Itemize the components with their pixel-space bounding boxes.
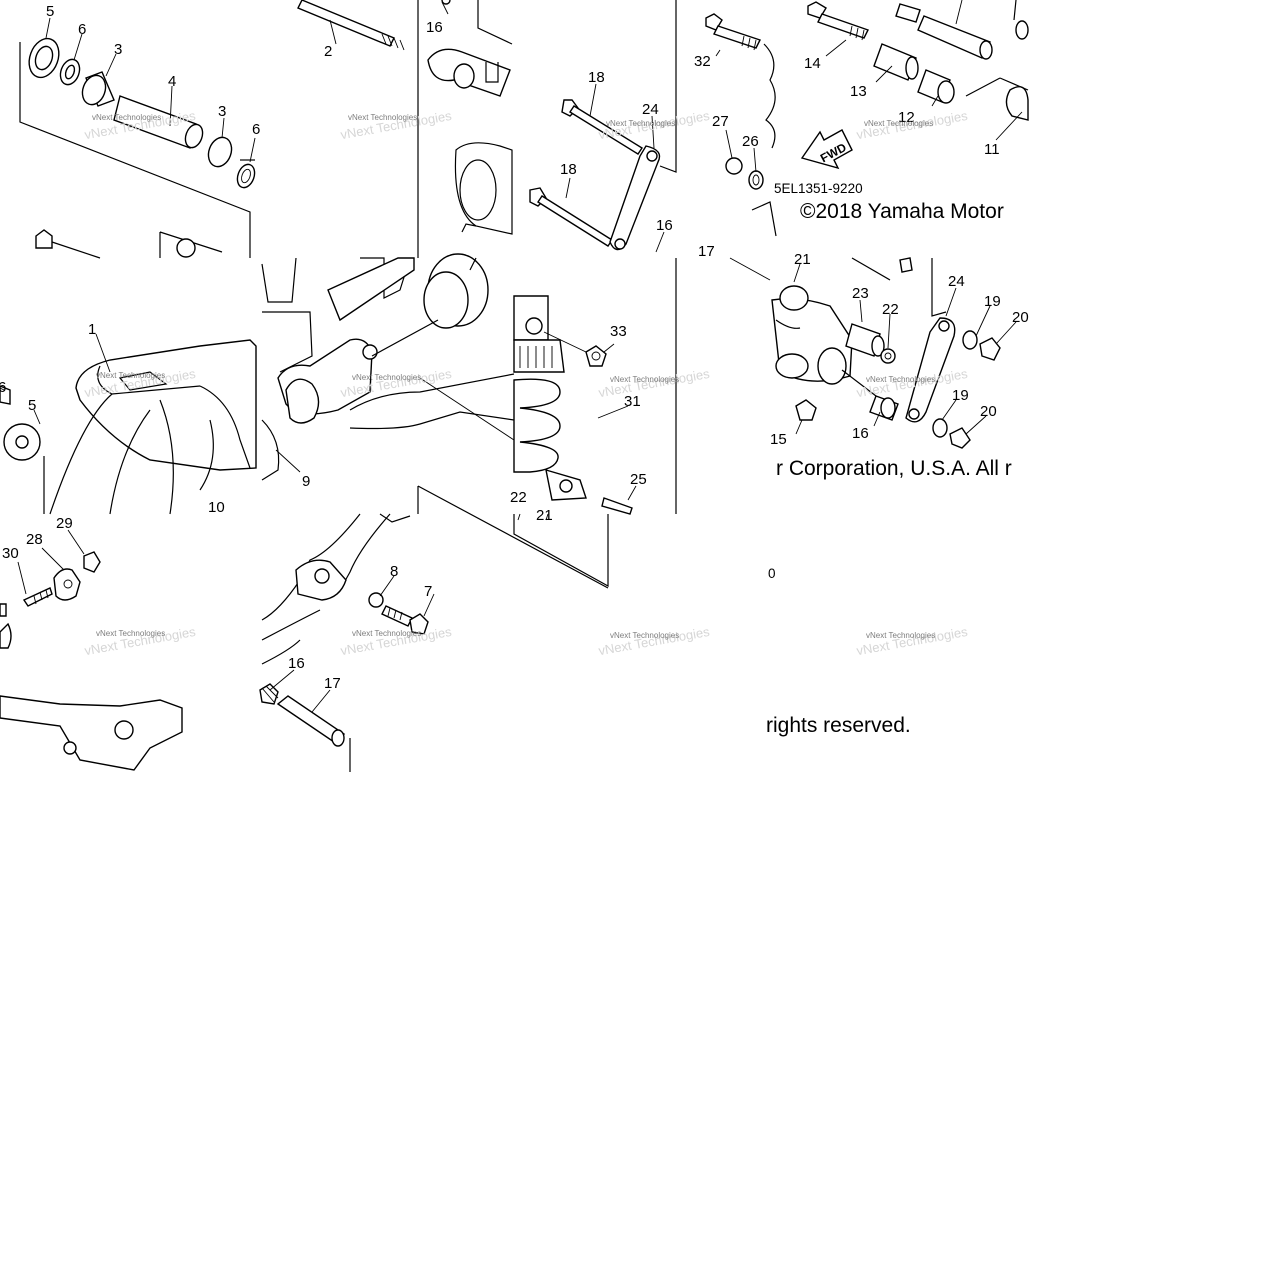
- watermark: vNext Technologies: [352, 373, 421, 382]
- callout: 29: [56, 515, 73, 532]
- copyright-line-1: ©2018 Yamaha Motor: [800, 200, 1004, 223]
- callout: 18: [560, 161, 577, 178]
- tile-bottom-left: [0, 529, 183, 771]
- callout: 21: [536, 507, 553, 524]
- watermark: vNext Technologies: [606, 119, 675, 128]
- callout: 30: [2, 545, 19, 562]
- tile-top-mid-right: [705, 13, 777, 281]
- callout: 6: [0, 379, 6, 396]
- callout: 24: [948, 273, 965, 290]
- callout: 10: [208, 499, 225, 516]
- watermark: vNext Technologies: [610, 375, 679, 384]
- callout: 5: [46, 3, 54, 20]
- callout: 16: [288, 655, 305, 672]
- watermark: vNext Technologies: [864, 119, 933, 128]
- tile-mid-right: [771, 257, 1017, 449]
- tile-top-mid: [529, 0, 677, 253]
- copyright-line-2: r Corporation, U.S.A. All r: [776, 457, 1012, 480]
- watermark-shadow: vNext Technologies: [855, 624, 969, 658]
- callout: 27: [712, 113, 729, 130]
- callout: 33: [610, 323, 627, 340]
- callout: 23: [852, 285, 869, 302]
- callout: 16: [852, 425, 869, 442]
- callout-labels: 5 6 3 4 3 6 2 16 32 14 13 12 11 18 24 27…: [0, 3, 1029, 692]
- callout: 16: [656, 217, 673, 234]
- watermark-shadow: vNext Technologies: [597, 624, 711, 658]
- watermark: vNext Technologies: [866, 631, 935, 640]
- watermark: vNext Technologies: [92, 113, 161, 122]
- callout: 14: [804, 55, 821, 72]
- callout: 20: [980, 403, 997, 420]
- tile-top-left: [19, 17, 256, 259]
- callout: 8: [390, 563, 398, 580]
- callout: 3: [114, 41, 122, 58]
- tile-mid-center: [513, 258, 677, 515]
- callout: 31: [624, 393, 641, 410]
- watermark: vNext Technologies: [352, 629, 421, 638]
- callout: 11: [984, 141, 1000, 158]
- part-code: 5EL1351-9220: [774, 181, 863, 196]
- tile-top-mid-left: [297, 0, 513, 258]
- callout: 2: [324, 43, 332, 60]
- callout: 26: [742, 133, 759, 150]
- tile-bottom-center-left: [259, 485, 609, 772]
- callout: 19: [952, 387, 969, 404]
- stray-glyph: 0: [768, 566, 776, 581]
- callout: 9: [302, 473, 310, 490]
- watermark: vNext Technologies: [610, 631, 679, 640]
- callout: 13: [850, 83, 867, 100]
- callout: 1: [88, 321, 96, 338]
- callout: 19: [984, 293, 1001, 310]
- callout: 28: [26, 531, 43, 548]
- tile-bottom-center: [513, 513, 609, 588]
- callout: 22: [510, 489, 527, 506]
- callout: 7: [424, 583, 432, 600]
- callout: 6: [252, 121, 260, 138]
- callout: 12: [898, 109, 915, 126]
- watermark: vNext Technologies: [96, 371, 165, 380]
- callout: 24: [642, 101, 659, 118]
- callout: 5: [28, 397, 36, 414]
- callout: 4: [168, 73, 176, 90]
- watermark: vNext Technologies: [866, 375, 935, 384]
- callout: 21: [794, 251, 811, 268]
- callout: 17: [698, 243, 715, 260]
- watermark: vNext Technologies: [96, 629, 165, 638]
- callout: 32: [694, 53, 711, 70]
- callout: 3: [218, 103, 226, 120]
- callout: 22: [882, 301, 899, 318]
- callout: 6: [78, 21, 86, 38]
- copyright-line-3: rights reserved.: [766, 714, 911, 737]
- watermark: vNext Technologies: [348, 113, 417, 122]
- callout: 25: [630, 471, 647, 488]
- tile-top-right: [800, 0, 1029, 170]
- callout: 17: [324, 675, 341, 692]
- callout: 20: [1012, 309, 1029, 326]
- callout: 18: [588, 69, 605, 86]
- callout: 15: [770, 431, 787, 448]
- tile-mid-left: [0, 333, 257, 515]
- callout: 16: [426, 19, 443, 36]
- tile-mid-center-left: [261, 253, 515, 481]
